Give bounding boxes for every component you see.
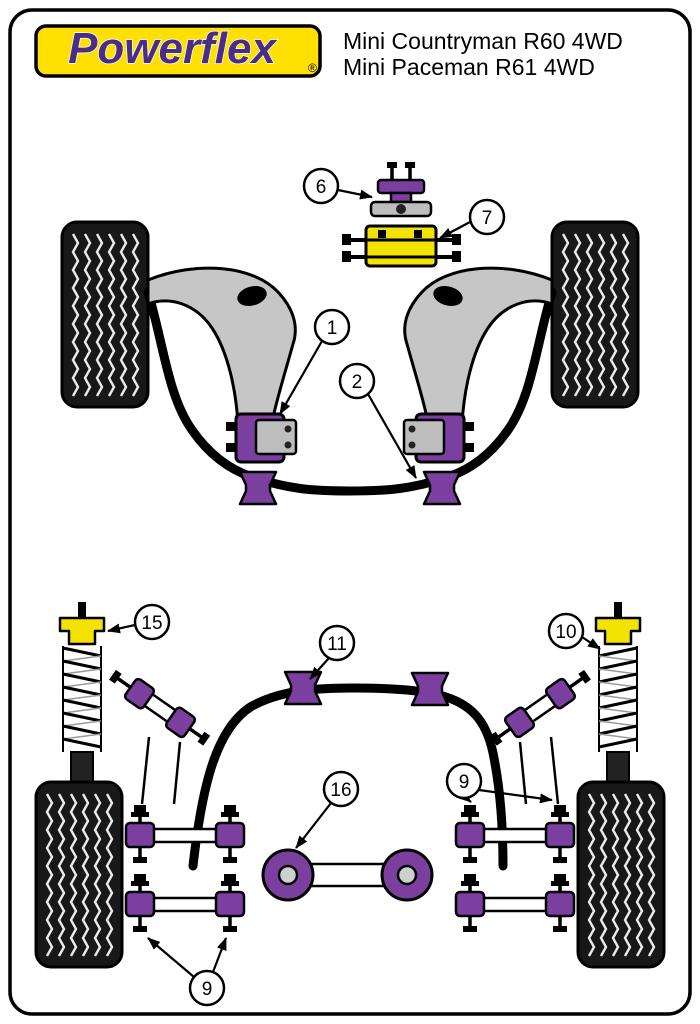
front-right-tire [552,222,638,407]
rear-anti-roll-bar [188,683,508,871]
front-bar-bush-right [422,470,462,506]
page-border [8,8,692,1016]
svg-text:1: 1 [327,318,338,339]
callout-9-bottom: 9 [147,937,228,1007]
front-bar-bush-left [238,470,278,506]
logo-text: Powerflex [68,24,277,73]
callout-16: 16 [295,770,360,849]
header: Powerflex ® Mini Countryman R60 4WD Mini… [34,23,623,80]
callout-15: 15 [107,603,171,641]
engine-mount-lower-bush [342,224,461,268]
powerflex-logo: Powerflex ® [34,23,322,78]
callout-11: 11 [309,624,356,680]
logo-background [34,24,322,78]
rear-left-tire [36,782,122,967]
svg-text:9: 9 [202,979,213,1000]
registered-trademark-icon: ® [308,61,317,75]
callout-10: 10 [547,612,601,650]
engine-mount-upper-bush [369,162,433,218]
rear-right-tire [578,782,664,967]
svg-text:9: 9 [459,772,470,793]
front-anti-roll-bar [143,287,557,496]
front-right-arm-bush-bracket [402,412,476,464]
front-left-tire [62,222,148,407]
rear-suspension-diagram: 15 10 11 16 9 9 [36,600,664,1007]
vehicle-title-line2: Mini Paceman R61 4WD [343,54,595,80]
callout-7: 7 [439,198,506,239]
diff-mount [261,848,434,902]
svg-text:10: 10 [555,622,576,643]
front-left-arm-bush-bracket [224,412,298,464]
callout-1: 1 [279,308,351,415]
svg-text:2: 2 [352,372,363,393]
svg-text:15: 15 [141,613,162,634]
rear-bar-bush-right [410,671,450,707]
front-suspension-diagram: 6 7 1 2 [62,162,638,506]
svg-text:11: 11 [327,634,347,655]
svg-text:7: 7 [482,208,493,229]
callout-2: 2 [338,362,417,479]
svg-text:6: 6 [316,177,327,198]
rear-bar-bush-left [283,670,323,706]
callout-9-right: 9 [445,762,553,804]
svg-text:16: 16 [330,780,351,801]
callout-6: 6 [302,167,373,205]
vehicle-title-line1: Mini Countryman R60 4WD [343,28,623,54]
